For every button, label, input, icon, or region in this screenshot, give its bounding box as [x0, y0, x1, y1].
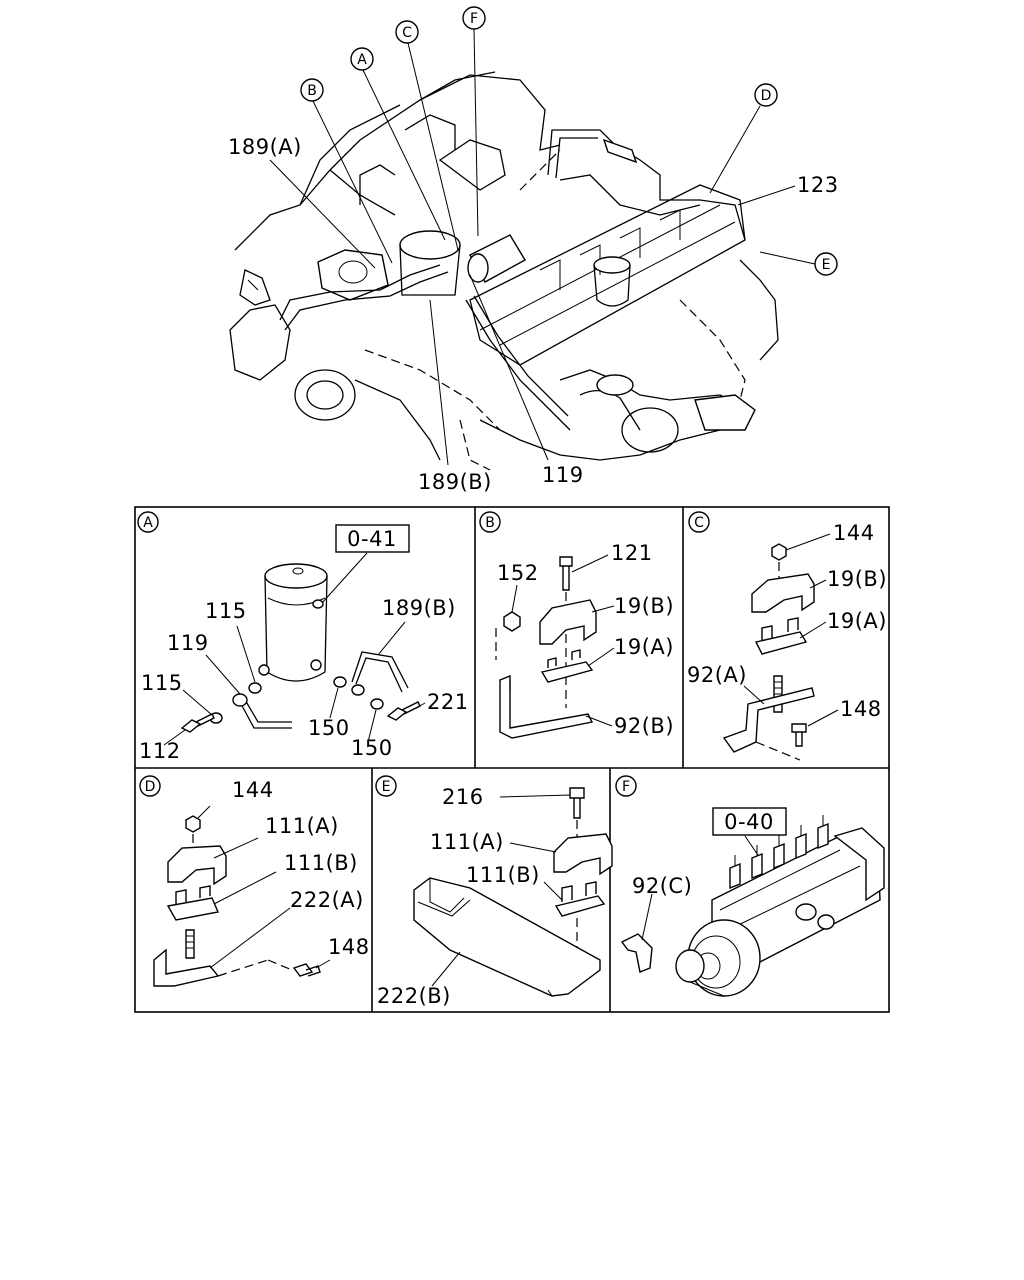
- bolt-148: [292, 963, 321, 977]
- panel-e-label-216: 216: [442, 785, 484, 809]
- panel-a: A 0-41: [137, 511, 469, 763]
- panel-a-label-115-left: 115: [141, 671, 183, 695]
- label-189b: 189(B): [418, 470, 492, 494]
- washer-150-upper: [333, 676, 347, 688]
- clamp-19a: [754, 617, 808, 655]
- panel-a-label-221: 221: [427, 690, 469, 714]
- panel-b-label-19a: 19(A): [614, 635, 674, 659]
- panel-e-label-111a: 111(A): [430, 830, 504, 854]
- fuel-filter-canister: [258, 563, 328, 682]
- ref-box-0-41: [335, 524, 410, 553]
- bolt-121: [559, 556, 573, 591]
- panel-c-letter: C: [694, 515, 704, 531]
- panel-b: B 152 121 19(B) 19(A) 92(B): [479, 511, 674, 739]
- bolt-112: [180, 713, 215, 733]
- svg-text:F: F: [470, 11, 478, 27]
- panel-b-letter: B: [485, 515, 495, 531]
- callout-C: C: [395, 20, 419, 44]
- bracket-92c: [620, 933, 653, 973]
- svg-text:B: B: [307, 83, 317, 99]
- panel-d-label-144: 144: [232, 778, 274, 802]
- callout-F: F: [462, 6, 486, 30]
- panel-a-label-150-left: 150: [308, 716, 350, 740]
- panel-e-letter: E: [382, 779, 391, 795]
- svg-text:D: D: [761, 88, 772, 104]
- panel-d: D 144 111(A) 111(B) 222(A) 148: [139, 775, 370, 987]
- panel-a-label-150-right: 150: [351, 736, 393, 760]
- panel-c-label-92a: 92(A): [687, 663, 747, 687]
- panel-a-label-189b: 189(B): [382, 596, 456, 620]
- callout-A: A: [350, 47, 374, 71]
- panel-c-label-148: 148: [840, 697, 882, 721]
- ref-box-0-40: [712, 807, 787, 836]
- pipe-189b: [351, 651, 409, 693]
- panel-b-label-121: 121: [611, 541, 653, 565]
- panel-f: F 0-40 92(C): [615, 775, 885, 997]
- panel-e-label-222b: 222(B): [377, 984, 451, 1008]
- label-189a: 189(A): [228, 135, 302, 159]
- callout-E: E: [814, 252, 838, 276]
- main-leader-lines: [269, 28, 816, 466]
- panel-b-label-152: 152: [497, 561, 539, 585]
- clamp-111b: [166, 885, 219, 921]
- bolt-148: [791, 723, 807, 747]
- bracket-222b: [413, 877, 601, 997]
- callout-D: D: [754, 83, 778, 107]
- detail-grid: [134, 506, 890, 1013]
- clamp-19b: [539, 599, 597, 645]
- bracket-92a: [722, 687, 815, 753]
- panel-a-label-112: 112: [139, 739, 181, 763]
- clamp-111a: [167, 845, 227, 886]
- panel-d-label-111b: 111(B): [284, 851, 358, 875]
- panel-e-label-111b: 111(B): [466, 863, 540, 887]
- bolt-221: [386, 701, 421, 721]
- panel-c-label-19a: 19(A): [827, 609, 887, 633]
- stud: [185, 929, 195, 959]
- panel-d-letter: D: [145, 779, 156, 795]
- panel-c-label-144: 144: [833, 521, 875, 545]
- panel-d-label-148: 148: [328, 935, 370, 959]
- panel-a-label-115-top: 115: [205, 599, 247, 623]
- washer-115-upper: [248, 682, 262, 694]
- panel-a-letter: A: [143, 515, 153, 531]
- panel-f-letter: F: [622, 779, 630, 795]
- svg-text:0-40: 0-40: [724, 810, 774, 834]
- svg-text:E: E: [822, 257, 831, 273]
- clamp-111b: [554, 881, 606, 917]
- svg-text:0-41: 0-41: [347, 527, 397, 551]
- injection-pump: [675, 815, 885, 997]
- label-119: 119: [542, 463, 584, 487]
- label-123: 123: [797, 173, 839, 197]
- nut-144: [771, 543, 787, 561]
- engine-overview-illustration: [229, 71, 779, 471]
- panel-c: C 144 19(B) 19(A) 92(A) 148: [687, 511, 887, 761]
- bolt-216: [569, 787, 585, 819]
- panel-c-label-19b: 19(B): [827, 567, 887, 591]
- svg-text:C: C: [402, 25, 412, 41]
- panel-d-label-222a: 222(A): [290, 888, 364, 912]
- panel-b-label-92b: 92(B): [614, 714, 674, 738]
- panel-b-label-19b: 19(B): [614, 594, 674, 618]
- callout-B: B: [300, 78, 324, 102]
- washer-150-lower: [370, 698, 384, 710]
- panel-f-label-92c: 92(C): [632, 874, 692, 898]
- panel-d-label-111a: 111(A): [265, 814, 339, 838]
- clamp-19a: [540, 649, 594, 683]
- panel-e: E 216 111(A) 111(B) 222(B): [375, 775, 613, 1008]
- bracket-92b: [499, 674, 594, 739]
- clamp-111a: [553, 833, 613, 876]
- pipe-119: [239, 697, 292, 729]
- panel-a-label-119: 119: [167, 631, 209, 655]
- bracket-222a: [153, 948, 220, 987]
- svg-text:A: A: [357, 52, 367, 68]
- nut-152: [503, 611, 521, 632]
- nut-144: [185, 815, 201, 833]
- clamp-19b: [751, 573, 815, 613]
